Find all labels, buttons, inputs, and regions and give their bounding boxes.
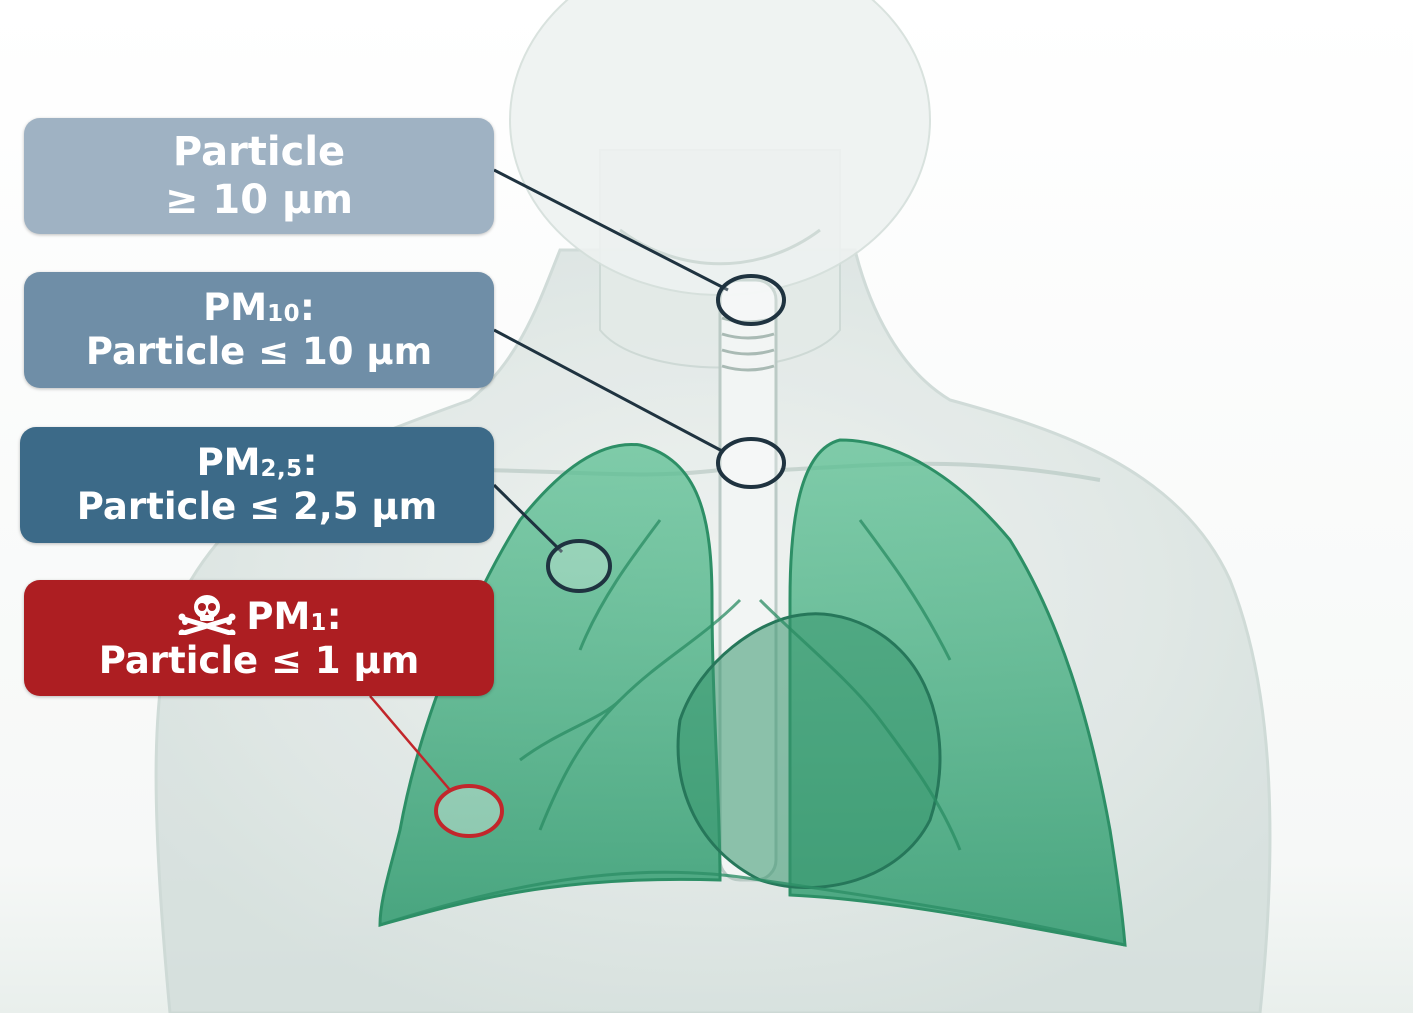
target-circle-bronchi (548, 541, 610, 591)
label-pm2-5: PM2,5: Particle ≤ 2,5 μm (20, 427, 494, 543)
pm1-subscript: 1 (310, 610, 326, 636)
label-3-line-2: Particle ≤ 2,5 μm (77, 485, 437, 529)
label-4-title: PM1: (176, 593, 341, 639)
label-2-line-2: Particle ≤ 10 μm (86, 330, 432, 374)
label-pm1: PM1: Particle ≤ 1 μm (24, 580, 494, 696)
pm10-subscript: 10 (267, 301, 300, 327)
target-circle-trachea (718, 439, 784, 487)
skull-crossbones-icon (176, 593, 238, 635)
pm25-suffix: : (303, 441, 318, 484)
target-circle-alveoli (436, 786, 502, 836)
label-4-line-2: Particle ≤ 1 μm (99, 639, 420, 683)
label-particle-over-10: Particle ≥ 10 μm (24, 118, 494, 234)
label-1-line-2: ≥ 10 μm (165, 176, 353, 224)
pm25-subscript: 2,5 (261, 456, 303, 482)
pm1-suffix: : (327, 595, 342, 638)
label-pm10: PM10: Particle ≤ 10 μm (24, 272, 494, 388)
pm1-title: PM (246, 595, 310, 638)
pm10-suffix: : (300, 286, 315, 329)
target-circle-throat (718, 276, 784, 324)
pm10-title: PM (203, 286, 267, 329)
label-3-title: PM2,5: (197, 441, 318, 485)
pm25-title: PM (197, 441, 261, 484)
label-1-line-1: Particle (173, 128, 345, 176)
label-2-title: PM10: (203, 286, 315, 330)
